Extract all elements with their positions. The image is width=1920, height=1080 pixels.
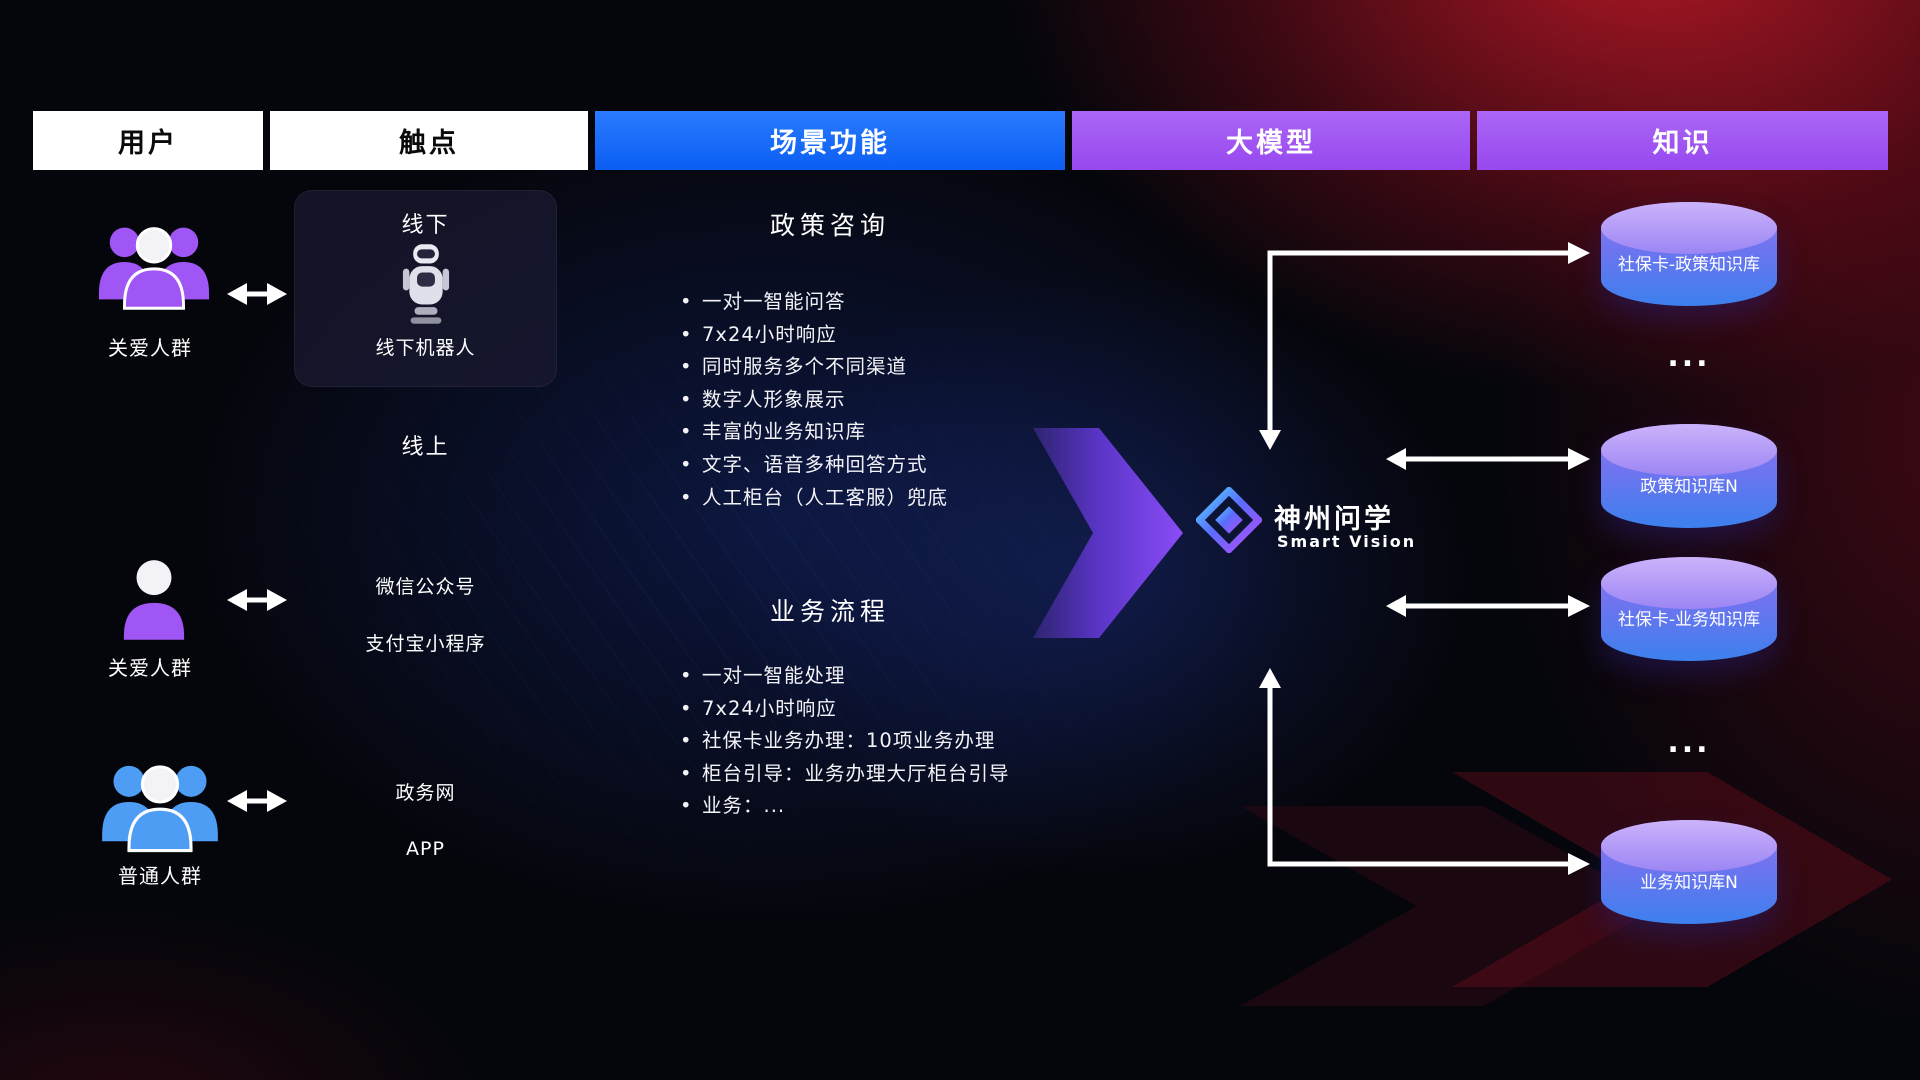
header-touchpoints: 触点	[270, 111, 588, 170]
list-item: 社保卡业务办理：10项业务办理	[678, 725, 1010, 758]
knowledge-db-label: 政策知识库N	[1640, 476, 1738, 497]
diamond-logo-icon	[1196, 487, 1262, 553]
knowledge-db-label: 社保卡-政策知识库	[1617, 254, 1761, 275]
business-process-list: 一对一智能处理 7x24小时响应 社保卡业务办理：10项业务办理 柜台引导：业务…	[678, 660, 1010, 823]
person-icon	[123, 560, 185, 640]
list-item: 一对一智能处理	[678, 660, 1010, 693]
offline-robot-label: 线下机器人	[375, 337, 476, 359]
knowledge-ellipsis: ...	[1667, 339, 1711, 374]
channel-gov-web: 政务网	[395, 782, 456, 804]
list-item: 丰富的业务知识库	[678, 416, 948, 449]
header-large-model: 大模型	[1072, 111, 1470, 170]
header-users-label: 用户	[118, 128, 178, 159]
list-item: 7x24小时响应	[678, 693, 1010, 726]
header-scenario-functions: 场景功能	[595, 111, 1065, 170]
channel-app: APP	[406, 838, 445, 860]
policy-consultation-title: 政策咨询	[769, 211, 890, 240]
list-item: 一对一智能问答	[678, 286, 948, 319]
header-large-model-label: 大模型	[1226, 128, 1316, 159]
list-item: 人工柜台（人工客服）兜底	[678, 482, 948, 515]
online-title: 线上	[401, 435, 450, 460]
list-item: 柜台引导：业务办理大厅柜台引导	[678, 758, 1010, 791]
knowledge-db-label: 业务知识库N	[1640, 872, 1738, 893]
header-users: 用户	[33, 111, 263, 170]
knowledge-db-policy-sscard: 社保卡-政策知识库	[1601, 202, 1777, 306]
header-knowledge-label: 知识	[1652, 128, 1713, 159]
policy-consultation-list: 一对一智能问答 7x24小时响应 同时服务多个不同渠道 数字人形象展示 丰富的业…	[678, 286, 948, 514]
user-group-label: 关爱人群	[108, 336, 192, 360]
brand-subtitle: Smart Vision	[1277, 532, 1417, 551]
header-touchpoints-label: 触点	[399, 128, 459, 159]
offline-touchpoint-card: 线下 线下机器人	[294, 190, 557, 387]
user-group-label: 关爱人群	[108, 656, 192, 680]
header-knowledge: 知识	[1477, 111, 1888, 170]
list-item: 同时服务多个不同渠道	[678, 351, 948, 384]
list-item: 数字人形象展示	[678, 384, 948, 417]
business-process-title: 业务流程	[769, 597, 890, 626]
list-item: 7x24小时响应	[678, 319, 948, 352]
user-group-label: 普通人群	[118, 864, 202, 888]
robot-icon	[402, 244, 449, 324]
knowledge-db-business-sscard: 社保卡-业务知识库	[1601, 557, 1777, 661]
people-group-icon	[102, 765, 218, 853]
knowledge-db-label: 社保卡-业务知识库	[1617, 609, 1761, 630]
channel-wechat: 微信公众号	[375, 576, 476, 598]
offline-title: 线下	[401, 213, 450, 238]
knowledge-db-business-n: 业务知识库N	[1601, 820, 1777, 924]
knowledge-ellipsis: ...	[1667, 725, 1711, 760]
knowledge-db-policy-n: 政策知识库N	[1601, 424, 1777, 528]
list-item: 文字、语音多种回答方式	[678, 449, 948, 482]
channel-alipay: 支付宝小程序	[365, 633, 486, 655]
people-group-icon	[98, 227, 210, 310]
header-scenario-functions-label: 场景功能	[770, 128, 890, 159]
brand-name: 神州问学	[1274, 504, 1394, 535]
list-item: 业务：...	[678, 790, 1010, 823]
